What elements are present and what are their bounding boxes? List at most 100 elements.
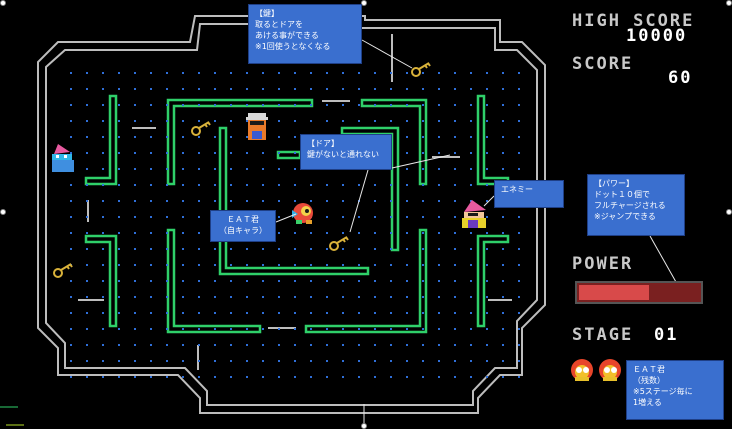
dot [374, 248, 376, 250]
dot [86, 376, 88, 378]
dot [246, 72, 248, 74]
dot [518, 248, 520, 250]
dot [470, 152, 472, 154]
dot [246, 120, 248, 122]
dot [150, 88, 152, 90]
dot [502, 104, 504, 106]
dot [246, 296, 248, 298]
dot [230, 248, 232, 250]
dot [310, 72, 312, 74]
dot [86, 104, 88, 106]
dot [214, 312, 216, 314]
dot [278, 280, 280, 282]
dot [310, 200, 312, 202]
dot [326, 120, 328, 122]
dot [502, 264, 504, 266]
dot [310, 104, 312, 106]
dot [262, 184, 264, 186]
dot [182, 136, 184, 138]
dot [262, 376, 264, 378]
dot [390, 360, 392, 362]
dot [118, 232, 120, 234]
dot [454, 104, 456, 106]
dot [470, 248, 472, 250]
dot [310, 88, 312, 90]
selection-handle[interactable] [361, 423, 367, 429]
dot [422, 312, 424, 314]
dot [70, 296, 72, 298]
dot [438, 312, 440, 314]
dot [134, 248, 136, 250]
selection-handle[interactable] [726, 0, 732, 6]
dot [358, 248, 360, 250]
dot [214, 104, 216, 106]
dot [454, 152, 456, 154]
dot [502, 328, 504, 330]
selection-handle[interactable] [726, 209, 732, 215]
selection-handle[interactable] [361, 0, 367, 6]
dot [374, 72, 376, 74]
dot [310, 280, 312, 282]
dot [86, 184, 88, 186]
dot [182, 296, 184, 298]
dot [358, 296, 360, 298]
dot [406, 280, 408, 282]
dot [374, 328, 376, 330]
selection-handle[interactable] [0, 0, 6, 6]
dot [486, 120, 488, 122]
dot [118, 104, 120, 106]
dot [86, 120, 88, 122]
dot [470, 264, 472, 266]
dot [438, 376, 440, 378]
dot [214, 264, 216, 266]
dot [230, 280, 232, 282]
dot [198, 200, 200, 202]
dot [390, 312, 392, 314]
selection-handle[interactable] [0, 209, 6, 215]
dot [390, 280, 392, 282]
dot [102, 88, 104, 90]
dot [422, 120, 424, 122]
dot [230, 376, 232, 378]
dot [310, 232, 312, 234]
dot [134, 184, 136, 186]
player-sprite [292, 203, 313, 224]
dot [134, 216, 136, 218]
dot [294, 72, 296, 74]
dot [518, 280, 520, 282]
dot [518, 232, 520, 234]
dot [214, 296, 216, 298]
dot [262, 248, 264, 250]
dot [182, 264, 184, 266]
dot [118, 184, 120, 186]
dot [294, 344, 296, 346]
dot [326, 72, 328, 74]
dot [422, 88, 424, 90]
dot [390, 216, 392, 218]
dot [438, 280, 440, 282]
dot [422, 72, 424, 74]
dot [246, 376, 248, 378]
dot [406, 312, 408, 314]
dot [118, 312, 120, 314]
dot [422, 328, 424, 330]
dot [342, 328, 344, 330]
dot [454, 344, 456, 346]
dot [166, 72, 168, 74]
dot [134, 136, 136, 138]
dot [118, 72, 120, 74]
dot [166, 248, 168, 250]
dot [358, 280, 360, 282]
dot [502, 376, 504, 378]
dot [486, 232, 488, 234]
dot [326, 184, 328, 186]
dot [134, 264, 136, 266]
dot [390, 264, 392, 266]
dot [166, 328, 168, 330]
dot [390, 120, 392, 122]
dot [118, 280, 120, 282]
dot [134, 296, 136, 298]
dot [278, 296, 280, 298]
dot [390, 328, 392, 330]
dot [102, 248, 104, 250]
